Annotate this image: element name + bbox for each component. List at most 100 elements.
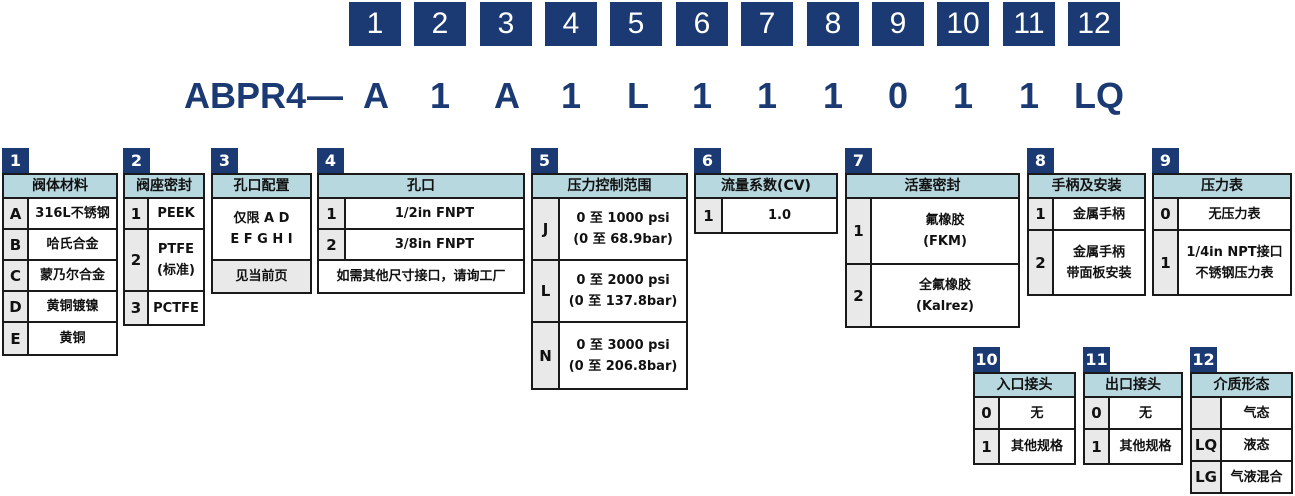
option-desc: 蒙乃尔合金 bbox=[39, 268, 105, 283]
table-row: J 0 至 1000 psi (0 至 68.9bar) bbox=[533, 199, 686, 261]
table-row: N 0 至 3000 psi (0 至 206.8bar) bbox=[533, 323, 686, 388]
option-table-8: 8 手柄及安装 1 金属手柄 2 金属手柄 带面板安装 bbox=[1027, 148, 1146, 296]
table-row: 1 PEEK bbox=[125, 199, 203, 230]
option-code: 1 bbox=[847, 199, 872, 263]
table-row: 2 全氟橡胶 (Kalrez) bbox=[847, 265, 1018, 326]
option-desc: 全氟橡胶 (Kalrez) bbox=[916, 277, 974, 314]
code-pos-6: 1 bbox=[692, 75, 713, 116]
option-code: 2 bbox=[125, 230, 149, 290]
table-row: C 蒙乃尔合金 bbox=[4, 261, 116, 292]
option-code: 1 bbox=[696, 199, 723, 232]
table-frame: 出口接头 0 无 1 其他规格 bbox=[1083, 372, 1183, 465]
option-code: A bbox=[4, 199, 29, 228]
table-row: 3 PCTFE bbox=[125, 292, 203, 324]
table-row: 仅限 A D E F G H I bbox=[213, 199, 310, 261]
table-row: L 0 至 2000 psi (0 至 137.8bar) bbox=[533, 261, 686, 323]
option-desc: 0 至 1000 psi (0 至 68.9bar) bbox=[573, 211, 673, 247]
table-badge: 1 bbox=[2, 148, 29, 173]
table-header: 孔口 bbox=[319, 175, 523, 199]
table-row: 如需其他尺寸接口，请询工厂 bbox=[319, 261, 523, 292]
option-desc: 无 bbox=[1138, 405, 1152, 421]
table-row: 1 其他规格 bbox=[975, 430, 1074, 463]
option-code: LQ bbox=[1192, 430, 1222, 460]
table-header: 流量系数(CV) bbox=[696, 175, 836, 199]
table-frame: 阀体材料 A 316L不锈钢 B 哈氏合金 C 蒙乃尔合金 D 黄铜镀镍 E 黄… bbox=[2, 173, 118, 356]
table-badge: 6 bbox=[694, 148, 721, 173]
table-frame: 阀座密封 1 PEEK 2 PTFE (标准) 3 PCTFE bbox=[123, 173, 205, 326]
table-frame: 介质形态 气态 LQ 液态 LG 气液混合 bbox=[1190, 372, 1293, 494]
option-desc: 黄铜 bbox=[59, 331, 86, 346]
code-pos-10: 1 bbox=[953, 75, 974, 116]
option-desc: 气态 bbox=[1243, 405, 1270, 421]
option-table-9: 9 压力表 0 无压力表 1 1/4in NPT接口 不锈钢压力表 bbox=[1152, 148, 1292, 296]
option-table-4: 4 孔口 1 1/2in FNPT 2 3/8in FNPT 如需其他尺寸接口，… bbox=[317, 148, 525, 294]
table-header: 介质形态 bbox=[1192, 374, 1291, 398]
port-config-note: 见当前页 bbox=[235, 269, 288, 284]
position-box-8: 8 bbox=[807, 2, 859, 46]
option-code: 2 bbox=[1029, 231, 1054, 294]
option-table-7: 7 活塞密封 1 氟橡胶 (FKM) 2 全氟橡胶 (Kalrez) bbox=[845, 148, 1020, 328]
option-desc: 3/8in FNPT bbox=[394, 237, 475, 252]
table-row: E 黄铜 bbox=[4, 323, 116, 354]
table-row: 2 金属手柄 带面板安装 bbox=[1029, 231, 1144, 294]
table-header: 压力表 bbox=[1154, 175, 1290, 199]
table-frame: 压力控制范围 J 0 至 1000 psi (0 至 68.9bar) L 0 … bbox=[531, 173, 688, 390]
port-config-options: 仅限 A D E F G H I bbox=[230, 211, 293, 247]
option-code: 2 bbox=[319, 230, 346, 259]
option-code: L bbox=[533, 261, 560, 321]
table-row: B 哈氏合金 bbox=[4, 230, 116, 261]
option-code: C bbox=[4, 261, 29, 290]
option-table-11: 11 出口接头 0 无 1 其他规格 bbox=[1083, 347, 1183, 465]
option-desc: 无压力表 bbox=[1208, 206, 1261, 222]
option-desc: PEEK bbox=[157, 206, 195, 221]
position-box-3: 3 bbox=[480, 2, 532, 46]
option-desc: 其他规格 bbox=[1010, 439, 1063, 454]
option-code: 1 bbox=[1085, 430, 1110, 463]
code-pos-5: L bbox=[627, 75, 649, 116]
option-table-6: 6 流量系数(CV) 1 1.0 bbox=[694, 148, 838, 234]
table-badge: 9 bbox=[1152, 148, 1179, 173]
port-size-note: 如需其他尺寸接口，请询工厂 bbox=[336, 269, 506, 284]
table-row: D 黄铜镀镍 bbox=[4, 292, 116, 323]
code-pos-8: 1 bbox=[823, 75, 844, 116]
table-header: 活塞密封 bbox=[847, 175, 1018, 199]
position-box-11: 11 bbox=[1003, 2, 1055, 46]
option-code: 0 bbox=[1085, 398, 1110, 428]
option-desc: 金属手柄 bbox=[1072, 206, 1125, 222]
table-badge: 8 bbox=[1027, 148, 1054, 173]
option-table-3: 3 孔口配置 仅限 A D E F G H I 见当前页 bbox=[211, 148, 312, 294]
table-badge: 12 bbox=[1190, 347, 1217, 372]
table-badge: 10 bbox=[973, 347, 1000, 372]
option-desc: 1.0 bbox=[767, 208, 792, 223]
position-box-10: 10 bbox=[937, 2, 989, 46]
model-dash: — bbox=[307, 75, 343, 116]
position-box-5: 5 bbox=[610, 2, 662, 46]
table-row: 1 1.0 bbox=[696, 199, 836, 232]
table-row: 见当前页 bbox=[213, 261, 310, 292]
position-box-4: 4 bbox=[545, 2, 597, 46]
option-desc: 0 至 2000 psi (0 至 137.8bar) bbox=[568, 273, 678, 309]
option-desc: 液态 bbox=[1243, 437, 1270, 453]
table-frame: 孔口配置 仅限 A D E F G H I 见当前页 bbox=[211, 173, 312, 294]
code-pos-12: LQ bbox=[1074, 75, 1124, 116]
option-desc: 氟橡胶 (FKM) bbox=[923, 213, 967, 249]
table-badge: 5 bbox=[531, 148, 558, 173]
code-pos-7: 1 bbox=[757, 75, 778, 116]
table-frame: 手柄及安装 1 金属手柄 2 金属手柄 带面板安装 bbox=[1027, 173, 1146, 296]
table-header: 压力控制范围 bbox=[533, 175, 686, 199]
table-row: 气态 bbox=[1192, 398, 1291, 430]
option-desc: PTFE (标准) bbox=[157, 242, 195, 278]
table-frame: 流量系数(CV) 1 1.0 bbox=[694, 173, 838, 234]
code-pos-4: 1 bbox=[561, 75, 582, 116]
position-box-6: 6 bbox=[676, 2, 728, 46]
option-table-5: 5 压力控制范围 J 0 至 1000 psi (0 至 68.9bar) L … bbox=[531, 148, 688, 390]
option-desc: 黄铜镀镍 bbox=[46, 299, 99, 314]
option-code: 1 bbox=[975, 430, 1000, 463]
option-desc: PCTFE bbox=[153, 300, 199, 316]
table-frame: 活塞密封 1 氟橡胶 (FKM) 2 全氟橡胶 (Kalrez) bbox=[845, 173, 1020, 328]
position-box-2: 2 bbox=[414, 2, 466, 46]
option-desc: 其他规格 bbox=[1119, 439, 1172, 454]
table-row: 1 1/2in FNPT bbox=[319, 199, 523, 230]
table-header: 孔口配置 bbox=[213, 175, 310, 199]
table-header: 手柄及安装 bbox=[1029, 175, 1144, 199]
